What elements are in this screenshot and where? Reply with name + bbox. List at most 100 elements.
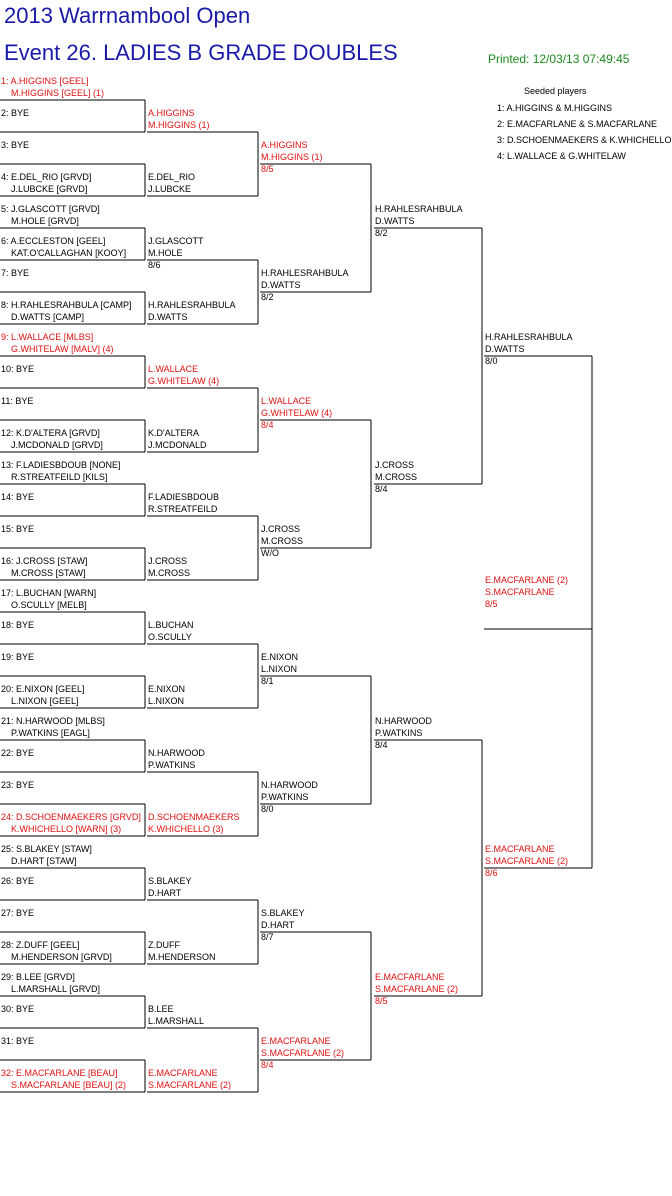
round1-entry-line2: J.LUBCKE [GRVD] [11,184,88,194]
round2-entry-line2: G.WHITELAW (4) [148,376,220,386]
round4-score: 8/4 [375,740,388,750]
round2-entry-line1: J.GLASCOTT [148,236,204,246]
round3-score: W/O [261,548,279,558]
round3-score: 8/4 [261,1060,274,1070]
round3-entry-line2: S.MACFARLANE (2) [261,1048,345,1058]
round5-score: 8/0 [485,356,498,366]
round2-entry-line2: J.MCDONALD [148,440,207,450]
round2-entry-line2: D.WATTS [148,312,188,322]
round1-entry-line2: G.WHITELAW [MALV] (4) [11,344,114,354]
round2-entry-line1: L.WALLACE [148,364,199,374]
round2-entry-line1: J.CROSS [148,556,188,566]
round2-entry-line2: O.SCULLY [148,632,192,642]
round1-entry-line1: 14: BYE [1,492,35,502]
round1-entry-line2: D.WATTS [CAMP] [11,312,84,322]
round1-entry-line1: 22: BYE [1,748,35,758]
final-entry-line1: E.MACFARLANE (2) [485,575,569,585]
round2-entry-line2: M.HENDERSON [148,952,216,962]
round2-entry-line1: Z.DUFF [148,940,180,950]
round2-score: 8/6 [148,260,161,270]
round3-entry-line1: S.BLAKEY [261,908,305,918]
round2-entry-line1: E.DEL_RIO [148,172,196,182]
final-entry-line2: S.MACFARLANE [485,587,555,597]
round1-entry-line1: 25: S.BLAKEY [STAW] [1,844,92,854]
round2-entry-line1: E.NIXON [148,684,186,694]
round1-entry-line1: 30: BYE [1,1004,35,1014]
round1-entry-line1: 3: BYE [1,140,30,150]
round1-entry-line1: 9: L.WALLACE [MLBS] [1,332,94,342]
round3-entry-line2: M.CROSS [261,536,304,546]
round4-score: 8/2 [375,228,388,238]
round3-entry-line1: A.HIGGINS [261,140,308,150]
event-title: Event 26. LADIES B GRADE DOUBLES [4,40,398,65]
round1-entry-line2: M.CROSS [STAW] [11,568,86,578]
seeded-player: 3: D.SCHOENMAEKERS & K.WHICHELLO [497,135,672,145]
printed-timestamp: Printed: 12/03/13 07:49:45 [488,52,630,66]
round1-entry-line1: 1: A.HIGGINS [GEEL] [1,76,89,86]
round1-entry-line1: 28: Z.DUFF [GEEL] [1,940,80,950]
round5-entry-line2: S.MACFARLANE (2) [485,856,569,866]
round1-entry-line1: 5: J.GLASCOTT [GRVD] [1,204,100,214]
round1-entry-line1: 32: E.MACFARLANE [BEAU] [1,1068,118,1078]
round1-entry-line1: 6: A.ECCLESTON [GEEL] [1,236,106,246]
round3-entry-line1: H.RAHLESRAHBULA [261,268,349,278]
round1-entry-line2: O.SCULLY [MELB] [11,600,87,610]
round1-entry-line2: J.MCDONALD [GRVD] [11,440,103,450]
round1-entry-line2: KAT.O'CALLAGHAN [KOOY] [11,248,127,258]
round2-entry-line2: M.HOLE [148,248,183,258]
round1-entry-line2: L.NIXON [GEEL] [11,696,79,706]
round1-entry-line1: 12: K.D'ALTERA [GRVD] [1,428,100,438]
round3-entry-line2: D.WATTS [261,280,301,290]
round2-entry-line2: D.HART [148,888,182,898]
round1-entry-line1: 4: E.DEL_RIO [GRVD] [1,172,92,182]
round2-entry-line2: M.CROSS [148,568,191,578]
round1-entry-line2: M.HIGGINS [GEEL] (1) [11,88,105,98]
round1-entry-line1: 27: BYE [1,908,35,918]
round1-entry-line1: 16: J.CROSS [STAW] [1,556,88,566]
tournament-title: 2013 Warrnambool Open [4,3,251,28]
round2-entry-line2: P.WATKINS [148,760,196,770]
round1-entry-line2: D.HART [STAW] [11,856,77,866]
round1-entry-line2: M.HENDERSON [GRVD] [11,952,112,962]
round4-entry-line1: E.MACFARLANE [375,972,445,982]
round2-entry-line1: E.MACFARLANE [148,1068,218,1078]
round3-entry-line2: D.HART [261,920,295,930]
round2-entry-line2: J.LUBCKE [148,184,192,194]
round1-entry-line1: 7: BYE [1,268,30,278]
round2-entry-line2: K.WHICHELLO (3) [148,824,224,834]
round5-entry-line1: E.MACFARLANE [485,844,555,854]
round2-entry-line2: M.HIGGINS (1) [148,120,210,130]
round1-entry-line1: 19: BYE [1,652,35,662]
round1-entry-line1: 17: L.BUCHAN [WARN] [1,588,97,598]
round1-entry-line1: 2: BYE [1,108,30,118]
round1-entry-line1: 10: BYE [1,364,35,374]
round3-score: 8/0 [261,804,274,814]
round3-entry-line1: E.NIXON [261,652,299,662]
round1-entry-line1: 23: BYE [1,780,35,790]
round2-entry-line1: H.RAHLESRAHBULA [148,300,236,310]
round5-entry-line1: H.RAHLESRAHBULA [485,332,573,342]
round4-entry-line1: J.CROSS [375,460,415,470]
round1-entry-line1: 20: E.NIXON [GEEL] [1,684,85,694]
round1-entry-line2: L.MARSHALL [GRVD] [11,984,101,994]
round1-entry-line1: 18: BYE [1,620,35,630]
round2-entry-line1: B.LEE [148,1004,174,1014]
round4-entry-line2: D.WATTS [375,216,415,226]
round3-entry-line2: M.HIGGINS (1) [261,152,323,162]
round3-score: 8/5 [261,164,274,174]
round3-entry-line2: P.WATKINS [261,792,309,802]
round3-entry-line2: G.WHITELAW (4) [261,408,333,418]
round1-entry-line1: 15: BYE [1,524,35,534]
round2-entry-line1: L.BUCHAN [148,620,194,630]
round2-entry-line1: D.SCHOENMAEKERS [148,812,240,822]
seeded-player: 2: E.MACFARLANE & S.MACFARLANE [497,119,658,129]
round1-entry-line1: 11: BYE [1,396,34,406]
round2-entry-line2: L.NIXON [148,696,185,706]
round1-entry-line2: S.MACFARLANE [BEAU] (2) [11,1080,127,1090]
round3-entry-line1: J.CROSS [261,524,301,534]
final-score: 8/5 [485,599,498,609]
seeded-player: 1: A.HIGGINS & M.HIGGINS [497,103,613,113]
round4-entry-line1: H.RAHLESRAHBULA [375,204,463,214]
round3-score: 8/7 [261,932,274,942]
